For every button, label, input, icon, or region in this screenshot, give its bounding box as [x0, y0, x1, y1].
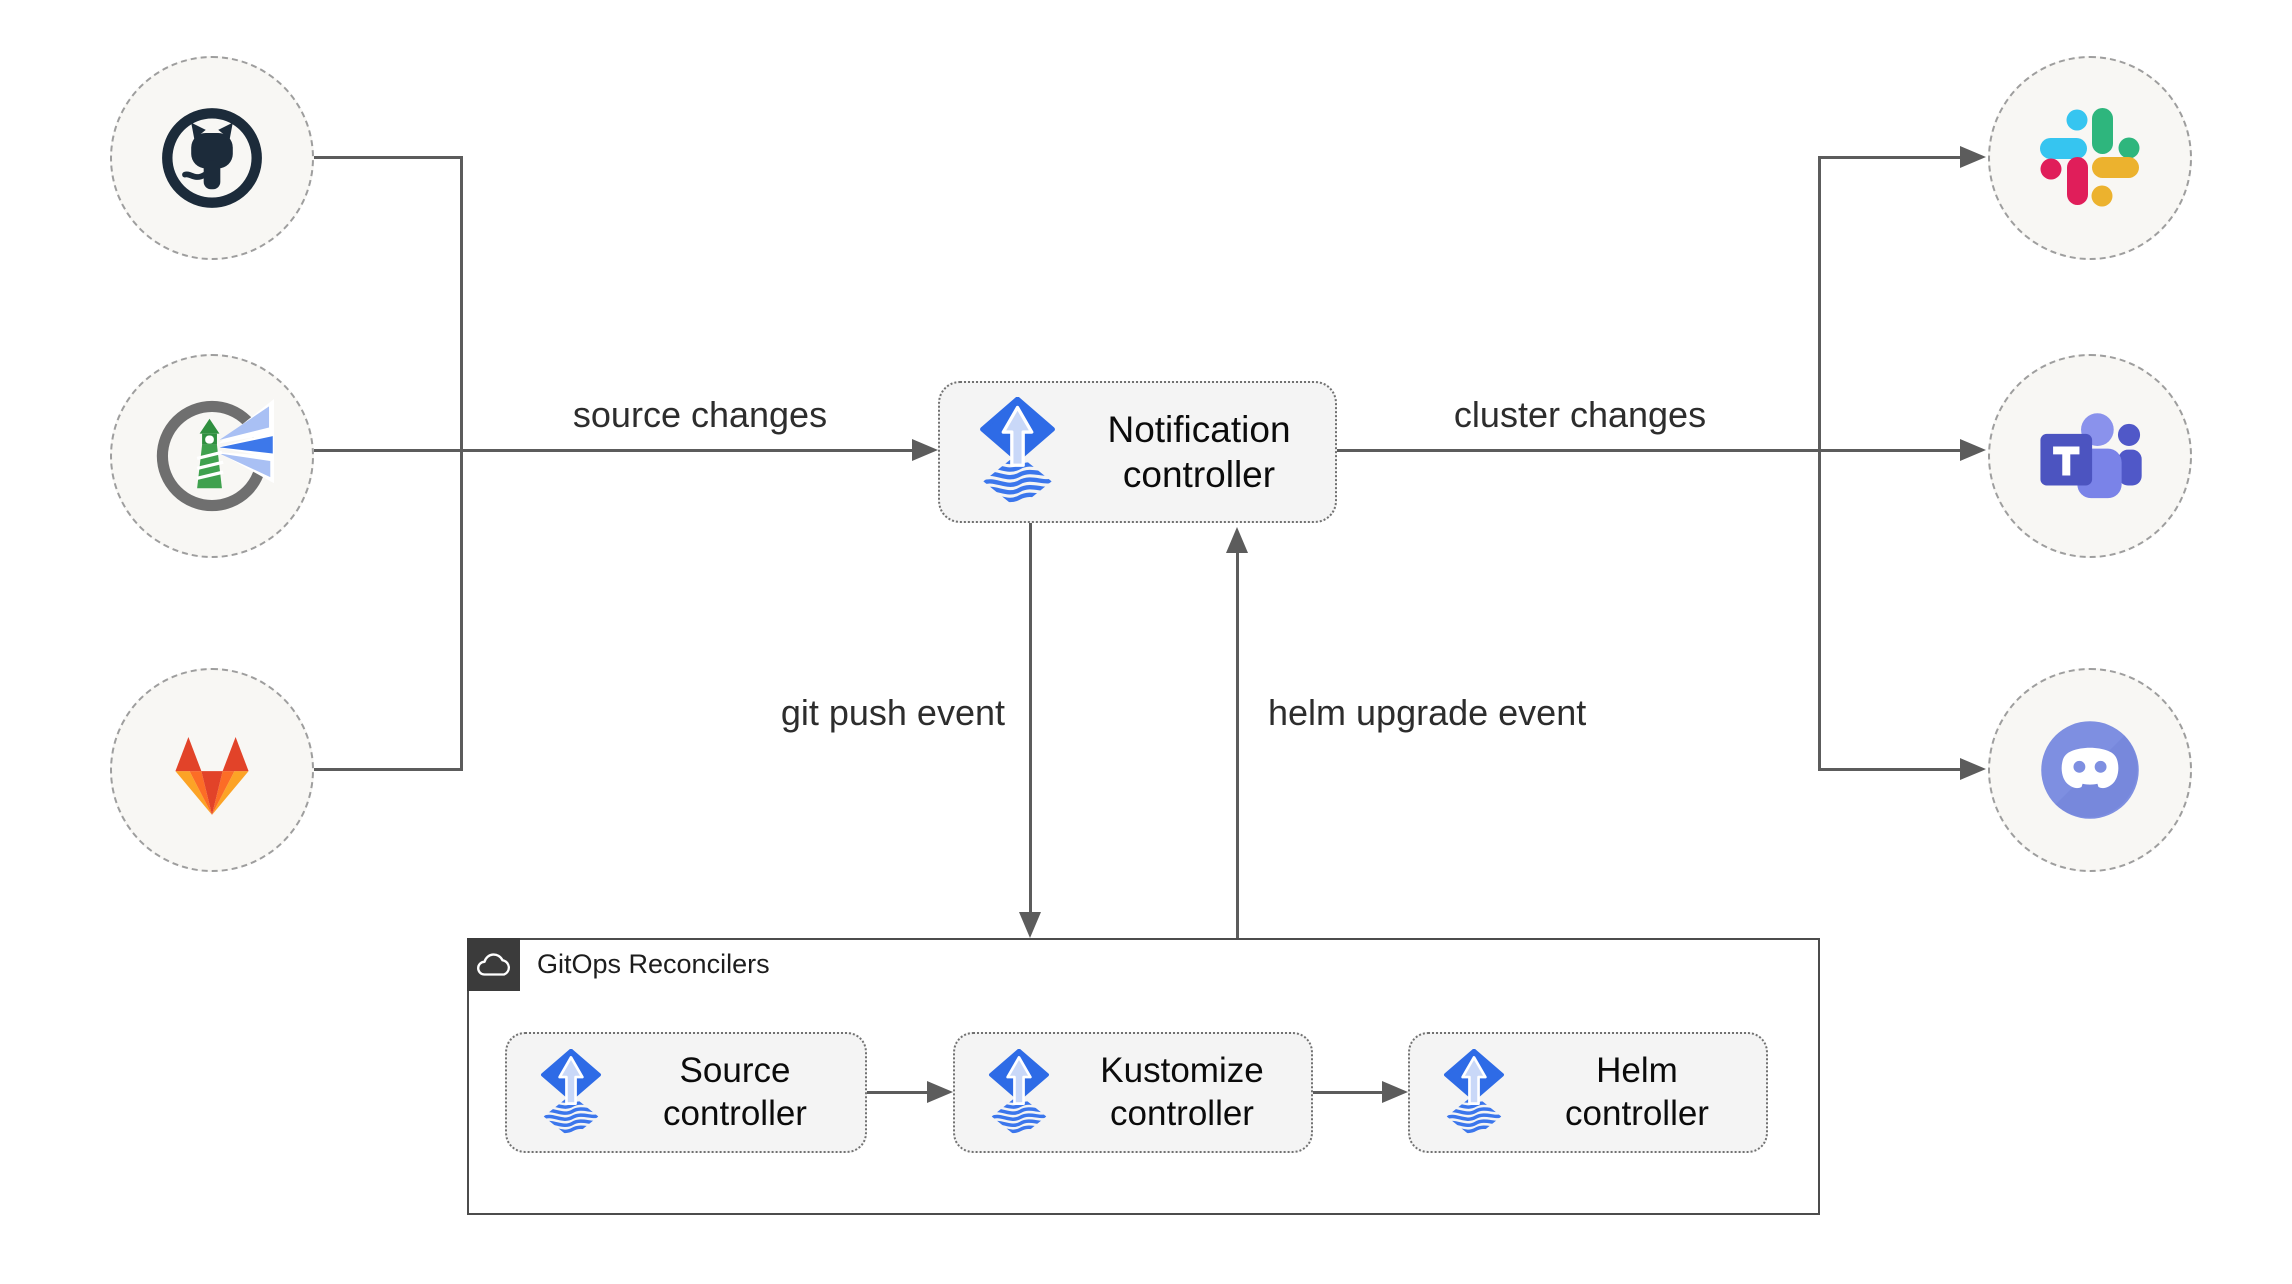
node-harbor [110, 354, 314, 558]
kustomize-controller-box: Kustomize controller [953, 1032, 1313, 1153]
source-controller-label: Source controller [663, 1050, 807, 1133]
flux-icon [981, 1049, 1057, 1137]
container-badge [467, 938, 520, 991]
node-slack [1988, 56, 2192, 260]
arrowhead-into-slack [1960, 146, 1986, 168]
arrowhead-into-kustomize [927, 1081, 953, 1103]
arrowhead-into-notification-bottom [1226, 527, 1248, 553]
flux-icon [1436, 1049, 1512, 1137]
source-controller-box: Source controller [505, 1032, 867, 1153]
node-gitlab [110, 668, 314, 872]
connector-right-bus [1818, 156, 1821, 771]
cloud-icon [476, 952, 510, 976]
label-git-push-event: git push event [780, 692, 1005, 733]
arrowhead-into-teams [1960, 439, 1986, 461]
github-icon [162, 108, 262, 208]
node-github [110, 56, 314, 260]
teams-icon [2040, 413, 2142, 499]
flux-icon [970, 397, 1065, 507]
connector-source-to-kustomize [867, 1091, 927, 1094]
connector-bus-to-discord [1818, 768, 1962, 771]
connector-notification-to-bus [1337, 449, 1821, 452]
label-helm-upgrade-event: helm upgrade event [1268, 692, 1587, 733]
helm-controller-box: Helm controller [1408, 1032, 1768, 1153]
node-teams [1988, 354, 2192, 558]
connector-gitlab-to-bus [314, 768, 461, 771]
connector-git-push-event [1029, 523, 1032, 914]
label-cluster-changes: cluster changes [1453, 394, 1707, 435]
flux-icon [533, 1049, 609, 1137]
notification-controller-box: Notification controller [938, 381, 1337, 523]
discord-icon [2041, 721, 2139, 819]
connector-bus-to-slack [1818, 156, 1962, 159]
arrowhead-into-notification [912, 439, 938, 461]
label-source-changes: source changes [572, 394, 828, 435]
gitlab-icon [175, 736, 249, 815]
connector-sources-to-notification [314, 449, 914, 452]
container-title: GitOps Reconcilers [537, 949, 770, 979]
connector-helm-upgrade-event [1236, 551, 1239, 938]
harbor-icon [156, 398, 274, 512]
connector-github-to-bus [314, 156, 461, 159]
arrowhead-into-discord [1960, 758, 1986, 780]
arrowhead-into-helm [1382, 1081, 1408, 1103]
slack-icon [2040, 108, 2140, 207]
notification-controller-label: Notification controller [1107, 408, 1291, 495]
arrowhead-into-reconcilers [1019, 912, 1041, 938]
helm-controller-label: Helm controller [1565, 1050, 1709, 1133]
node-discord [1988, 668, 2192, 872]
connector-kustomize-to-helm [1313, 1091, 1382, 1094]
kustomize-controller-label: Kustomize controller [1100, 1050, 1264, 1133]
connector-left-bus [460, 156, 463, 771]
connector-bus-to-teams [1818, 449, 1962, 452]
